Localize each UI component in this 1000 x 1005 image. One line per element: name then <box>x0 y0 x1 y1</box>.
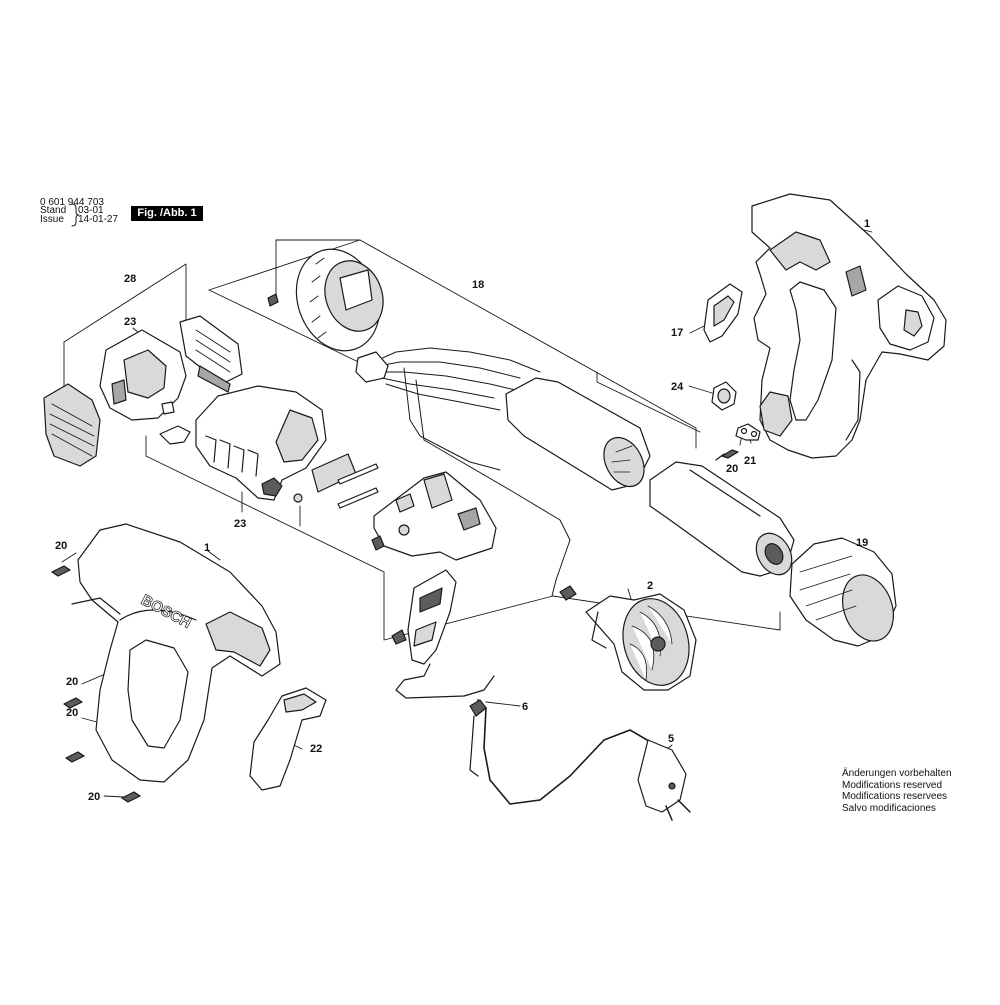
note-line-en: Modifications reserved <box>842 779 943 791</box>
callout-5: 5 <box>668 733 674 745</box>
callout-22: 22 <box>310 743 322 755</box>
callout-6: 6 <box>522 701 528 713</box>
insulation-strips <box>311 453 379 509</box>
housing-half-right <box>751 193 947 459</box>
callout-21: 21 <box>744 455 756 467</box>
latch-clip <box>159 401 191 445</box>
callout-24: 24 <box>671 381 684 393</box>
issue-value: 14-01-27 <box>78 214 119 225</box>
housing-half-left <box>71 523 281 783</box>
callout-20-c: 20 <box>66 707 78 719</box>
header-brace <box>71 203 80 227</box>
note-line-de: Änderungen vorbehalten <box>842 768 952 779</box>
power-cord-6 <box>395 663 655 805</box>
callout-17: 17 <box>671 327 683 339</box>
grommet-24 <box>711 381 737 411</box>
screws-20-left <box>51 565 141 803</box>
callout-23-top: 23 <box>124 316 136 328</box>
handle-tube <box>505 377 651 491</box>
screw-20-right <box>715 449 739 461</box>
end-cap-28 <box>43 383 101 467</box>
switch-actuator-17 <box>703 283 743 343</box>
callout-18: 18 <box>472 279 484 291</box>
wiring-harness <box>377 347 571 597</box>
stand-label: Stand <box>40 205 67 216</box>
fan-housing-18 <box>267 248 384 352</box>
control-board <box>371 471 497 561</box>
connector-block <box>355 351 389 383</box>
callout-1-top: 1 <box>864 218 870 230</box>
callout-23-bottom: 23 <box>234 518 246 530</box>
callout-2: 2 <box>647 580 653 592</box>
rear-cover-23 <box>99 329 187 421</box>
air-filter-frame <box>179 315 243 393</box>
plug-5 <box>637 739 691 821</box>
part-number: 0 601 944 703 <box>40 197 104 208</box>
motor-bracket-23 <box>195 385 327 503</box>
stand-value: 03-01 <box>78 205 104 216</box>
figure-tag: Fig. /Abb. 1 <box>131 206 203 221</box>
note-line-es: Salvo modificaciones <box>842 802 936 814</box>
modifications-note: Änderungen vorbehalten Modifications res… <box>842 768 952 814</box>
callout-20-b: 20 <box>66 676 78 688</box>
nozzle-cap-19 <box>789 537 897 647</box>
issue-label: Issue <box>40 214 64 225</box>
note-line-fr: Modifications reservees <box>842 791 948 802</box>
heating-element <box>649 461 795 577</box>
motor-fan-2 <box>559 585 697 691</box>
callout-1-left: 1 <box>204 542 210 554</box>
callout-19: 19 <box>856 537 868 549</box>
grip-cover-22 <box>249 687 327 791</box>
callout-20-d: 20 <box>88 791 100 803</box>
callout-20-right: 20 <box>726 463 738 475</box>
switch-module <box>391 569 457 665</box>
callout-20-a: 20 <box>55 540 67 552</box>
callout-28: 28 <box>124 273 136 285</box>
clip-21 <box>735 423 761 441</box>
